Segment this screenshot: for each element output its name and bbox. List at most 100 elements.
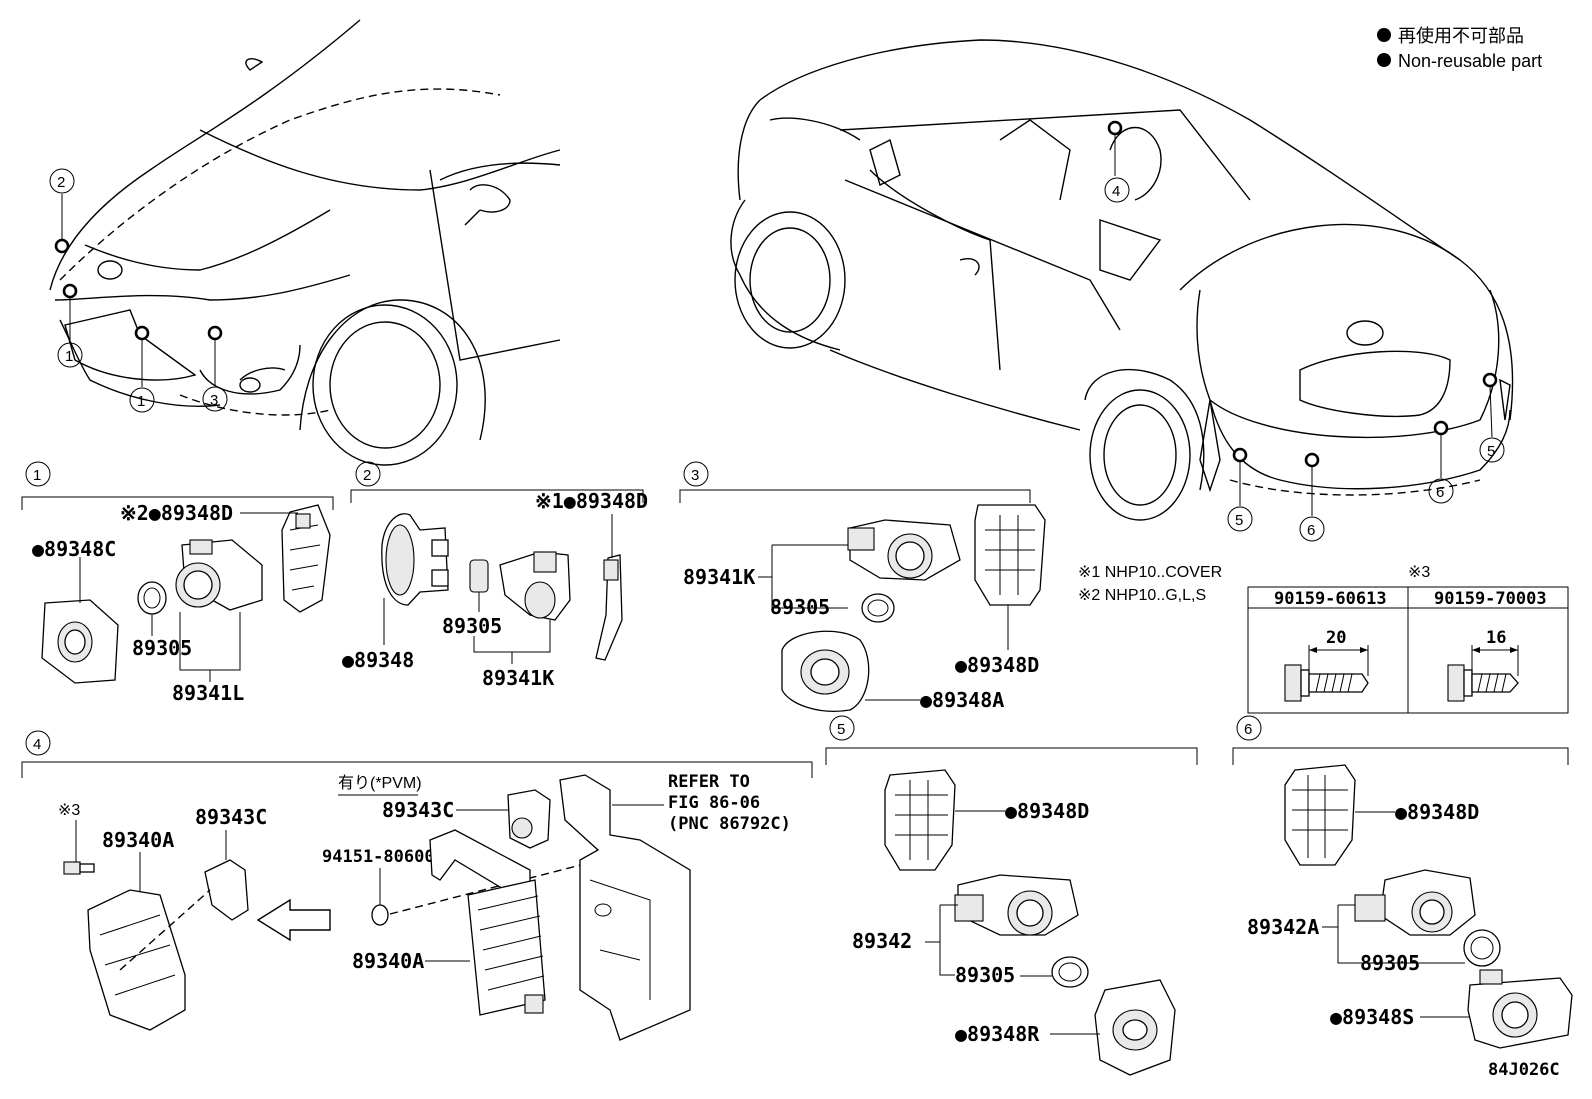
grommet-89305 — [861, 593, 895, 623]
callout-4: 4 — [1112, 183, 1120, 200]
ecu-89340a — [467, 879, 546, 1016]
callout-circle — [1479, 437, 1505, 463]
sensor-89341k — [847, 519, 961, 581]
bolt-col2-header: 90159-70003 — [1434, 589, 1547, 609]
callout-6: 6 — [1436, 484, 1444, 501]
section-4-number: 4 — [33, 736, 41, 753]
note-2: ※2 NHP10..G,L,S — [1078, 587, 1206, 604]
part-89348d: ●89348D — [1395, 800, 1479, 824]
section-3-number: 3 — [691, 467, 699, 484]
bolt-icon — [1284, 664, 1369, 702]
refer-line3: (PNC 86792C) — [668, 814, 791, 834]
sensor-89341k — [499, 551, 571, 621]
part-89305: 89305 — [770, 595, 830, 619]
section-5: 5 ●89348D 89342 89305 ●89348R — [825, 715, 1198, 1076]
part-89340a: 89340A — [352, 949, 424, 973]
bolt-col2-dim: 16 — [1486, 628, 1506, 648]
section-3: 3 89341K 89305 ●89348D ●89348A — [679, 461, 1046, 712]
retainer-89348c — [41, 599, 119, 684]
callout-circle — [1299, 516, 1325, 542]
section-2-number: 2 — [363, 467, 371, 484]
sensor-89342 — [954, 874, 1079, 936]
part-89348s: ●89348S — [1330, 1005, 1414, 1029]
bracket-89348d — [884, 769, 956, 871]
holder-89348 — [381, 513, 449, 606]
part-89341l: 89341L — [172, 681, 244, 705]
part-89348r: ●89348R — [955, 1022, 1040, 1046]
sensor-89341l — [175, 539, 263, 611]
connector-89343c — [204, 859, 249, 921]
retainer-89348a — [781, 630, 870, 712]
bracket-89348d — [281, 504, 331, 613]
grommet-89305 — [137, 581, 167, 615]
part-89305: 89305 — [955, 963, 1015, 987]
part-89342a: 89342A — [1247, 915, 1319, 939]
bolt-icon — [63, 861, 95, 875]
non-reusable-dot-icon — [1377, 28, 1391, 42]
section-callout — [25, 461, 51, 487]
refer-line1: REFER TO — [668, 772, 750, 792]
part-89343c: 89343C — [382, 798, 454, 822]
callout-1: 1 — [65, 348, 73, 365]
non-reusable-dot-icon — [1377, 53, 1391, 67]
connector-89343c — [507, 789, 551, 849]
bracket-89348d — [1284, 764, 1356, 866]
refer-line2: FIG 86-06 — [668, 793, 760, 813]
part-89340a: 89340A — [102, 828, 174, 852]
section-callout — [1236, 715, 1262, 741]
part-89305: 89305 — [132, 636, 192, 660]
callout-circle — [49, 168, 75, 194]
part-89348d: ●89348D — [1005, 799, 1089, 823]
part-89343c: 89343C — [195, 805, 267, 829]
callout-6: 6 — [1307, 522, 1315, 539]
bolt-col1-dim: 20 — [1326, 628, 1346, 648]
section-callout — [355, 461, 381, 487]
figure-id: 84J026C — [1488, 1060, 1560, 1080]
bolt-col1-header: 90159-60613 — [1274, 589, 1387, 609]
retainer-89348r — [1094, 979, 1176, 1076]
arrow-icon — [256, 898, 331, 942]
grommet-89305 — [1051, 956, 1089, 988]
part-89305: 89305 — [1360, 951, 1420, 975]
callout-1: 1 — [137, 393, 145, 410]
note-1: ※1 NHP10..COVER — [1078, 564, 1222, 581]
legend-line2: Non-reusable part — [1398, 51, 1542, 71]
rear-callouts: 4 5 6 6 5 — [1104, 134, 1505, 542]
mount-bracket — [559, 774, 691, 1041]
callout-circle — [57, 342, 83, 368]
part-89305: 89305 — [442, 614, 502, 638]
bolt-icon — [1447, 664, 1519, 702]
rear-car-illustration — [730, 39, 1514, 521]
callout-3: 3 — [210, 392, 218, 409]
sensor-89342a — [1354, 869, 1476, 936]
callout-circle — [1104, 177, 1130, 203]
callout-circle — [1227, 506, 1253, 532]
part-89348: ●89348 — [342, 648, 414, 672]
callout-5: 5 — [1235, 512, 1243, 529]
section-4: 4 ※3 89340A 89343C 有り(*PVM) 89343C 94151 — [21, 730, 813, 1041]
callout-circle — [1428, 478, 1454, 504]
notes: ※1 NHP10..COVER ※2 NHP10..G,L,S ※3 — [1078, 564, 1430, 604]
bracket-89348d — [974, 504, 1046, 606]
part-89348c: ●89348C — [32, 537, 116, 561]
section-5-number: 5 — [837, 721, 845, 738]
note-3-mark: ※3 — [1408, 564, 1430, 581]
grommet-89305 — [1463, 929, 1501, 967]
legend: 再使用不可部品 Non-reusable part — [1377, 26, 1542, 71]
bolt-table: 90159-60613 90159-70003 20 16 — [1247, 586, 1569, 714]
clip-94151 — [371, 904, 389, 926]
legend-line1: 再使用不可部品 — [1398, 26, 1524, 46]
callout-circle — [202, 386, 228, 412]
part-89342: 89342 — [852, 929, 912, 953]
grommet-89305 — [469, 559, 489, 593]
section-6-number: 6 — [1244, 721, 1252, 738]
callout-2: 2 — [57, 174, 65, 191]
front-car-illustration — [49, 19, 561, 466]
part-89348d: ※2●89348D — [120, 501, 233, 525]
part-89348a: ●89348A — [920, 688, 1004, 712]
bracket-89348d — [595, 554, 623, 661]
callout-5: 5 — [1487, 443, 1495, 460]
section-6: 6 ●89348D 89342A 89305 ●89348S — [1232, 715, 1573, 1049]
section-1: 1 ※2●89348D ●89348C 89305 — [21, 461, 334, 705]
